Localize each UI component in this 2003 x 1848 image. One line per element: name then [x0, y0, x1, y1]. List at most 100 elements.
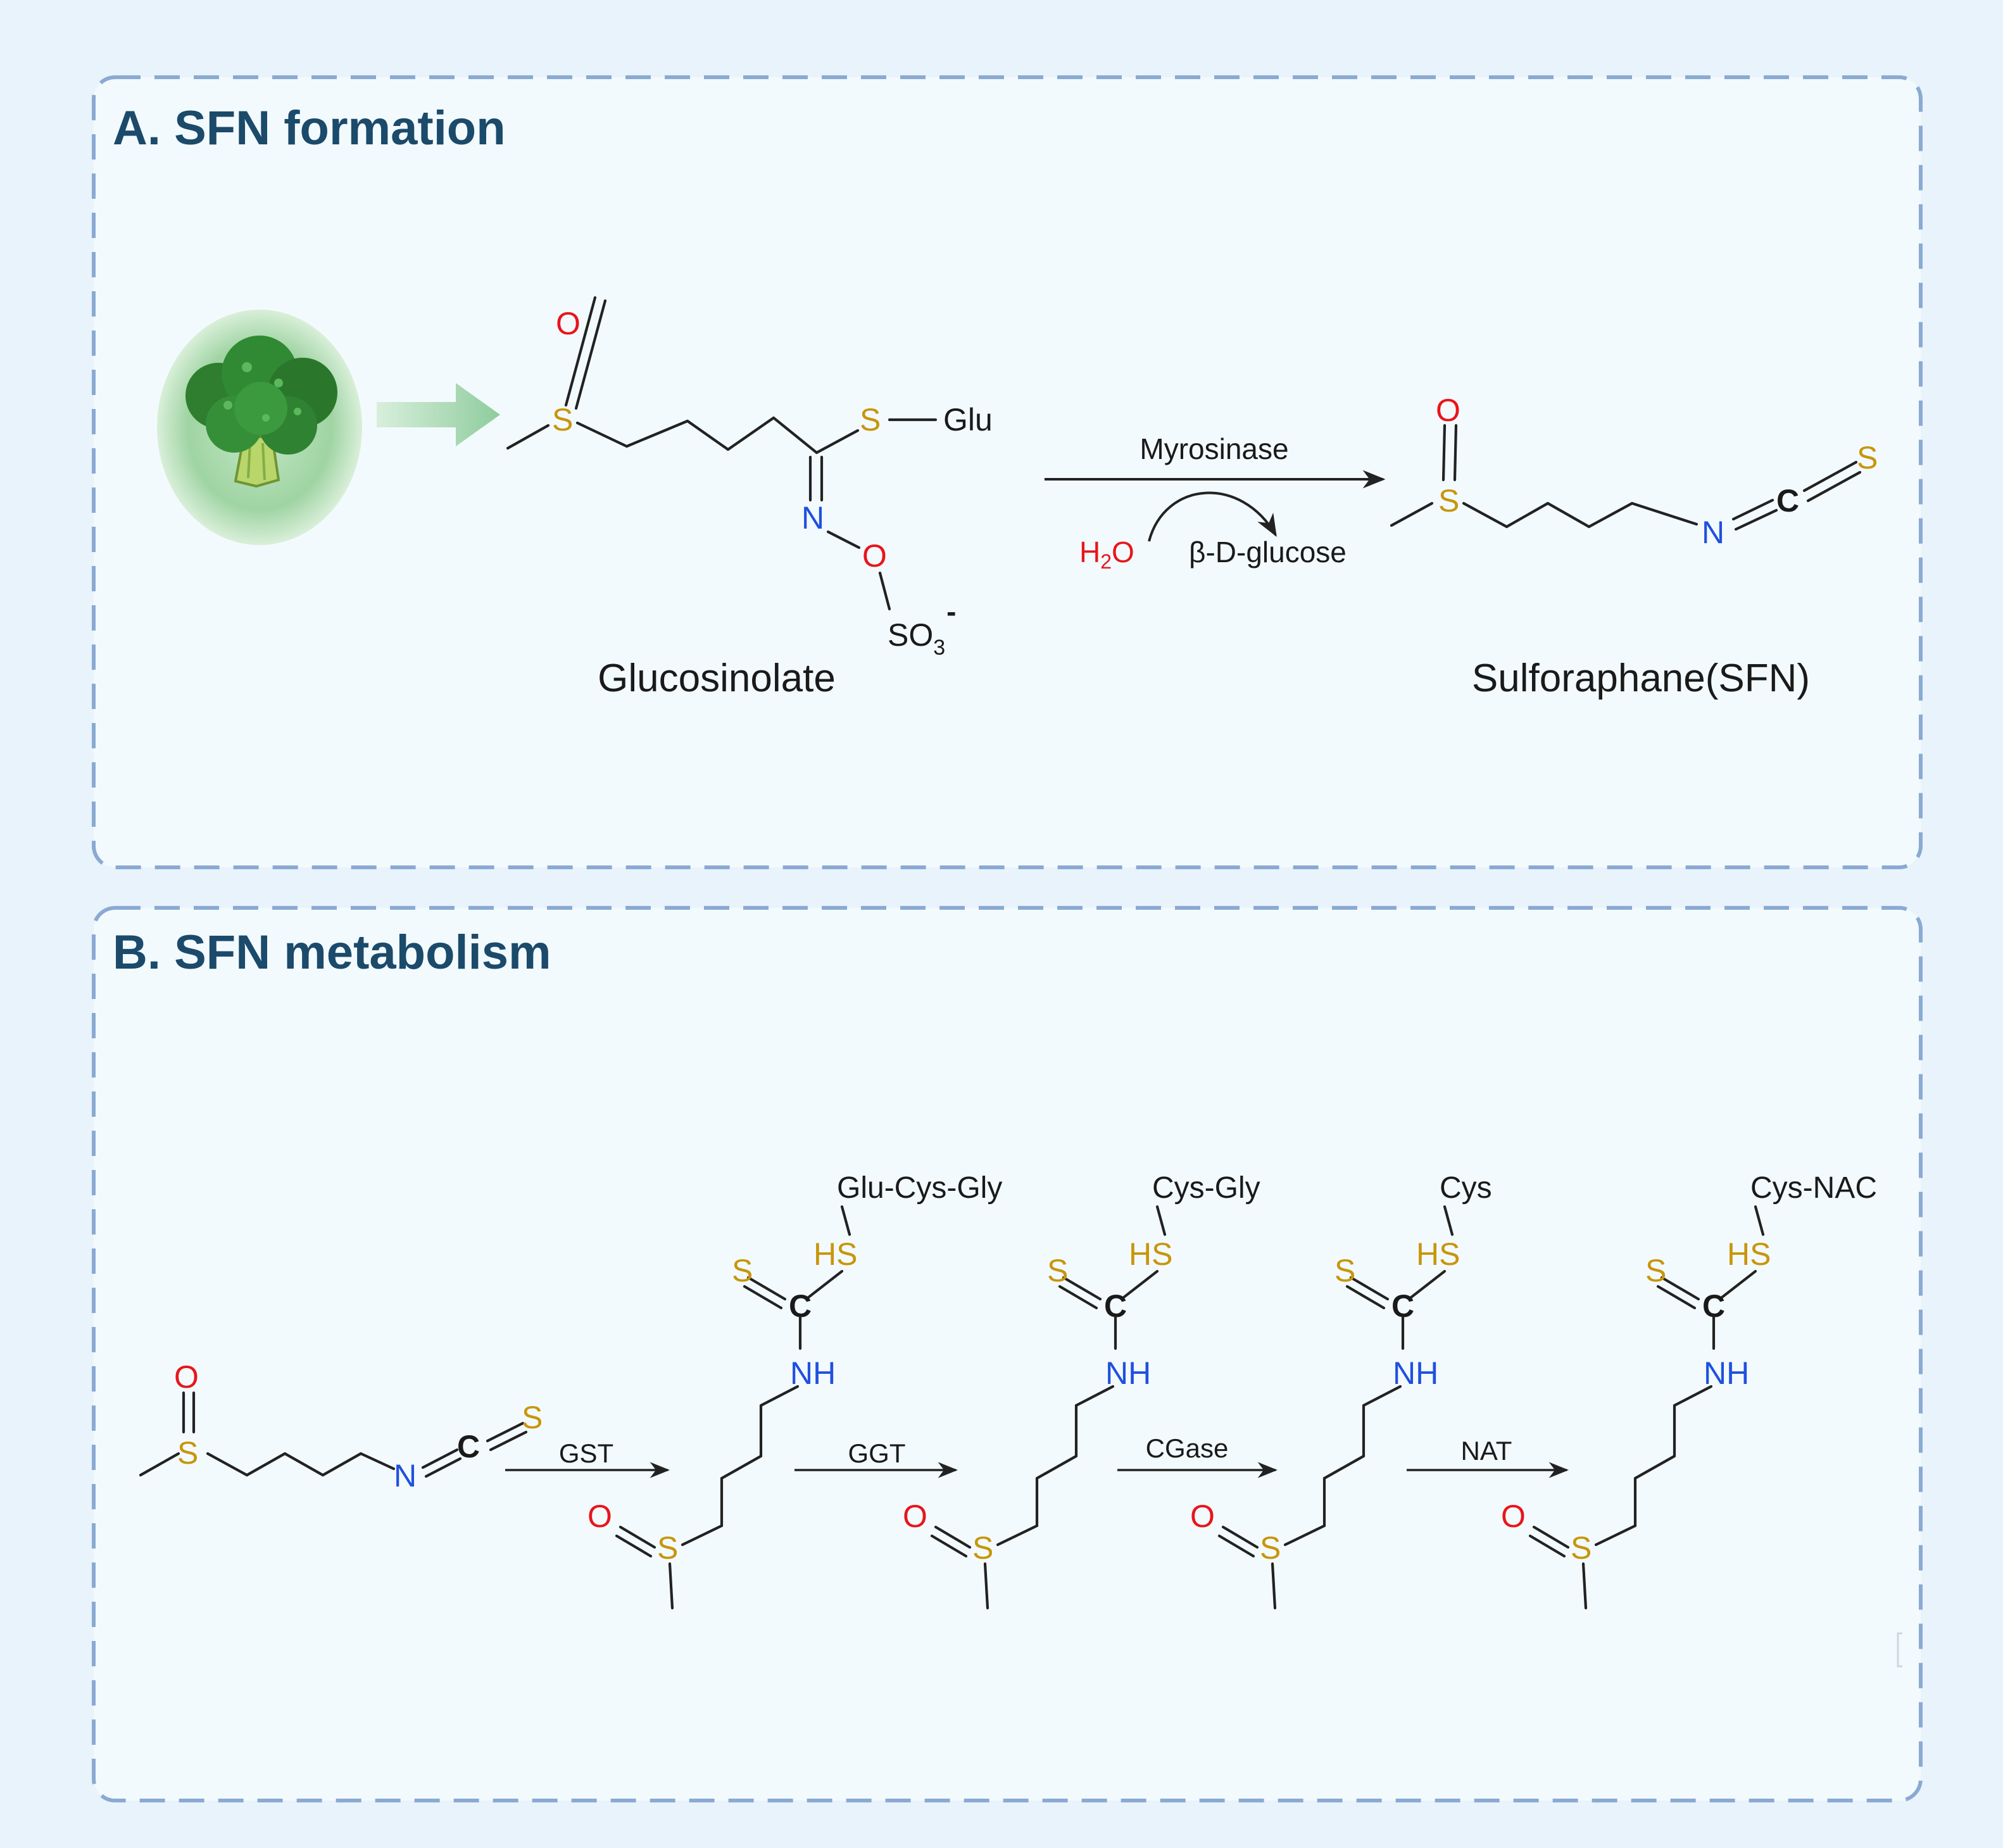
- atom-amine: NH: [1393, 1355, 1438, 1391]
- bond: [1349, 1276, 1390, 1301]
- atom-oxygen: O: [862, 538, 887, 574]
- sulforaphane-label: Sulforaphane(SFN): [1472, 657, 1810, 700]
- bond: [759, 1385, 800, 1407]
- atom-sulfur: S: [1047, 1253, 1068, 1288]
- atom-sulfur: S: [1857, 440, 1878, 475]
- atom-sulfur: S: [732, 1253, 753, 1288]
- bond: [1035, 1454, 1078, 1480]
- panel-b-border: [92, 906, 1923, 1802]
- atom-sulfur: S: [177, 1435, 198, 1471]
- bond: [743, 1285, 783, 1310]
- atom-amine: NH: [790, 1355, 836, 1391]
- bond: [1581, 1562, 1588, 1610]
- enzyme-label-myrosinase: Myrosinase: [1140, 432, 1288, 465]
- atom-thiol: HS: [1727, 1236, 1771, 1272]
- bond: [1345, 1285, 1386, 1310]
- conjugate-label: Glu-Cys-Gly: [837, 1171, 1002, 1205]
- enzyme-label: CGase: [1146, 1433, 1229, 1463]
- panel-a-border: [92, 75, 1923, 869]
- enzyme-label: GST: [559, 1438, 613, 1468]
- bond: [1121, 1269, 1159, 1300]
- bond: [1155, 1205, 1167, 1236]
- panel-b: B. SFN metabolism O S N C S GST: [92, 906, 1923, 1802]
- atom-sulfur: S: [1334, 1253, 1355, 1288]
- bond: [720, 1454, 763, 1480]
- glu-group: Glu: [943, 402, 993, 437]
- conjugate-label: Cys-NAC: [1750, 1171, 1877, 1205]
- atom-sulfur: S: [657, 1530, 678, 1566]
- glucosinolate-structure: O S S Glu N O SO3-: [506, 296, 993, 660]
- sulfate-group: SO3-: [888, 595, 957, 660]
- atom-sulfur: S: [1571, 1530, 1592, 1566]
- bond: [1656, 1285, 1697, 1310]
- atom-amine: NH: [1704, 1355, 1749, 1391]
- bond: [1221, 1525, 1259, 1549]
- sfn-structure-b: O S N C S: [139, 1359, 543, 1493]
- panel-a: A. SFN formation: [92, 75, 1923, 869]
- atom-nitrogen: N: [394, 1458, 417, 1493]
- bond: [681, 1524, 724, 1547]
- bond: [1719, 1269, 1757, 1300]
- bond: [1673, 1385, 1713, 1407]
- atom-oxygen: O: [556, 306, 581, 341]
- atom-sulfur: S: [860, 402, 881, 437]
- atom-nitrogen: N: [801, 500, 824, 536]
- enzyme-arrow-nat: NAT: [1407, 1436, 1569, 1478]
- bond: [618, 1525, 656, 1549]
- atom-oxygen: O: [1436, 393, 1460, 428]
- bond: [1062, 1276, 1102, 1301]
- enzyme-label: NAT: [1461, 1436, 1512, 1466]
- atom-sulfur: S: [1260, 1530, 1281, 1566]
- atom-thiol: HS: [1129, 1236, 1172, 1272]
- bond: [1528, 1534, 1566, 1558]
- bond: [1058, 1285, 1098, 1310]
- bond: [1532, 1525, 1570, 1549]
- atom-sulfur: S: [1438, 483, 1459, 519]
- bond: [1217, 1534, 1255, 1558]
- atom-oxygen: O: [587, 1499, 612, 1534]
- bond: [668, 1562, 674, 1610]
- enzyme-arrow-ggt: GGT: [794, 1438, 958, 1478]
- bond: [1443, 1205, 1454, 1236]
- bond: [930, 1534, 968, 1558]
- bond: [1322, 1454, 1366, 1480]
- enzyme-arrow-gst: GST: [505, 1438, 670, 1478]
- bond: [1594, 1524, 1637, 1547]
- bond: [806, 1269, 844, 1300]
- panel-a-title: A. SFN formation: [113, 101, 506, 155]
- bond: [1633, 1454, 1676, 1480]
- atom-carbon: C: [457, 1429, 480, 1464]
- conjugate-label: Cys: [1440, 1171, 1492, 1205]
- broccoli-icon: [157, 310, 362, 545]
- atom-sulfur: S: [552, 402, 573, 437]
- bracket-mark: [1897, 1632, 1902, 1668]
- conjugate-structures: Glu-Cys-GlyHSSCNHSOCys-GlyHSSCNHSOCysHSS…: [587, 1171, 1877, 1610]
- myrosinase-reaction-arrow: Myrosinase H2O β-D-glucose: [1045, 432, 1386, 573]
- bond: [1074, 1385, 1115, 1407]
- bond: [1660, 1276, 1700, 1301]
- reactant-water: H2O: [1079, 536, 1134, 573]
- atom-thiol: HS: [1416, 1236, 1460, 1272]
- atom-sulfur: S: [972, 1530, 993, 1566]
- atom-oxygen: O: [903, 1499, 927, 1534]
- panel-b-title: B. SFN metabolism: [113, 926, 551, 979]
- bond: [1754, 1205, 1765, 1236]
- enzyme-arrow-cgase: CGase: [1117, 1433, 1278, 1478]
- bond: [840, 1205, 851, 1236]
- atom-oxygen: O: [1190, 1499, 1215, 1534]
- bond: [1283, 1524, 1326, 1547]
- sulforaphane-structure: O S N C S: [1390, 393, 1878, 550]
- atom-oxygen: O: [174, 1359, 199, 1395]
- bond: [1271, 1562, 1277, 1610]
- atom-amine: NH: [1105, 1355, 1151, 1391]
- bond: [746, 1276, 787, 1301]
- bond: [615, 1534, 653, 1558]
- atom-thiol: HS: [813, 1236, 857, 1272]
- green-arrow-icon: [377, 383, 500, 446]
- bond: [1362, 1385, 1402, 1407]
